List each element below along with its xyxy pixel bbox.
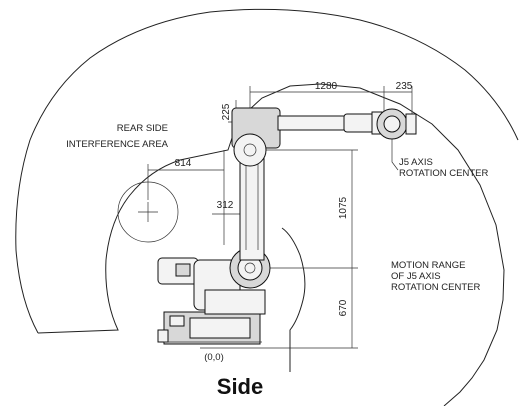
dim-235-value: 235	[396, 81, 413, 92]
dim-225-value: 225	[221, 103, 232, 120]
j5-rotation-label: ROTATION CENTER	[399, 168, 489, 179]
robot-lower-arm	[239, 149, 265, 261]
origin-label: (0,0)	[204, 352, 224, 363]
rear-side-label: REAR SIDE	[117, 123, 168, 134]
rear-interference-label: INTERFERENCE AREA	[66, 139, 169, 150]
motion-range-envelope	[15, 8, 519, 406]
j5-axis-label: J5 AXIS	[399, 157, 433, 168]
dim-1075-value: 1075	[338, 196, 349, 219]
robot-base	[157, 311, 262, 345]
motion-range-center-label: ROTATION CENTER	[391, 282, 481, 293]
dim-670-value: 670	[338, 299, 349, 316]
view-caption: Side	[217, 374, 263, 399]
motion-range-j5-label: OF J5 AXIS	[391, 271, 441, 282]
robot-upper-arm	[231, 107, 383, 167]
dim-814-value: 814	[175, 158, 192, 169]
robot-wrist	[376, 108, 417, 140]
motion-range-label: MOTION RANGE	[391, 260, 465, 271]
dim-1280-value: 1280	[315, 81, 338, 92]
dim-312-value: 312	[217, 200, 234, 211]
